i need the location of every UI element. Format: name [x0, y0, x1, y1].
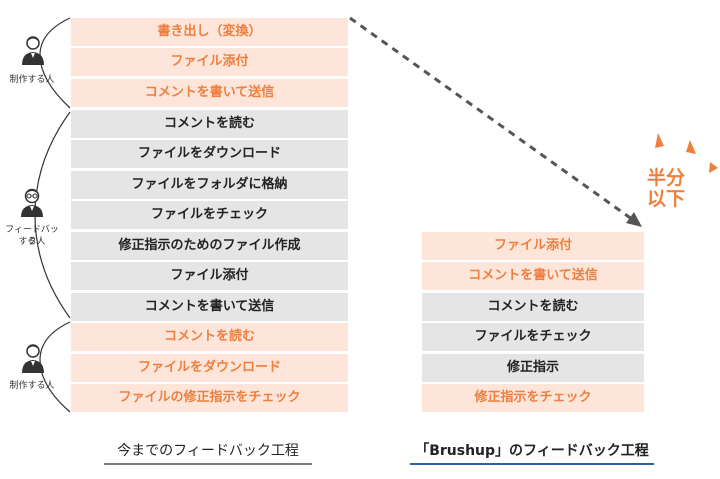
old-step-9: ファイル添付	[71, 262, 348, 290]
dashed-arrow-icon	[349, 16, 637, 224]
highlight-line1: 半分	[646, 167, 685, 189]
arrow-head	[626, 212, 642, 227]
burst-lines-icon	[655, 133, 718, 173]
old-step-5: ファイルをダウンロード	[71, 140, 348, 168]
old-step-6: ファイルをフォルダに格納	[71, 171, 348, 199]
role-label-reviewer-line2: する人	[18, 237, 46, 247]
old-flow-caption: 今までのフィードバック工程	[104, 440, 312, 465]
old-step-1: 書き出し（変換）	[71, 18, 348, 46]
highlight-line2: 以下	[646, 188, 685, 210]
new-step-6: 修正指示をチェック	[422, 384, 644, 412]
person-icon	[22, 36, 44, 65]
new-step-2: コメントを書いて送信	[422, 262, 644, 290]
new-step-1: ファイル添付	[422, 232, 644, 260]
old-step-11: コメントを読む	[71, 323, 348, 351]
old-step-13: ファイルの修正指示をチェック	[71, 384, 348, 412]
new-flow-caption: 「Brushup」のフィードバック工程	[410, 440, 654, 465]
old-step-3: コメントを書いて送信	[71, 79, 348, 107]
role-label-reviewer-line1: フィードバック	[5, 225, 59, 247]
creator-bottom-bracket	[39, 321, 71, 413]
old-step-4: コメントを読む	[71, 110, 348, 138]
new-step-5: 修正指示	[422, 354, 644, 382]
old-step-12: ファイルをダウンロード	[71, 354, 348, 382]
person-with-glasses-icon	[21, 188, 43, 217]
old-step-10: コメントを書いて送信	[71, 293, 348, 321]
role-label-creator-bottom: 制作する人	[9, 381, 55, 391]
new-step-3: コメントを読む	[422, 293, 644, 321]
new-step-4: ファイルをチェック	[422, 323, 644, 351]
old-step-7: ファイルをチェック	[71, 201, 348, 229]
old-step-8: 修正指示のためのファイル作成	[71, 232, 348, 260]
person-icon	[22, 344, 44, 373]
role-label-creator-top: 制作する人	[9, 75, 55, 85]
old-step-2: ファイル添付	[71, 48, 348, 76]
